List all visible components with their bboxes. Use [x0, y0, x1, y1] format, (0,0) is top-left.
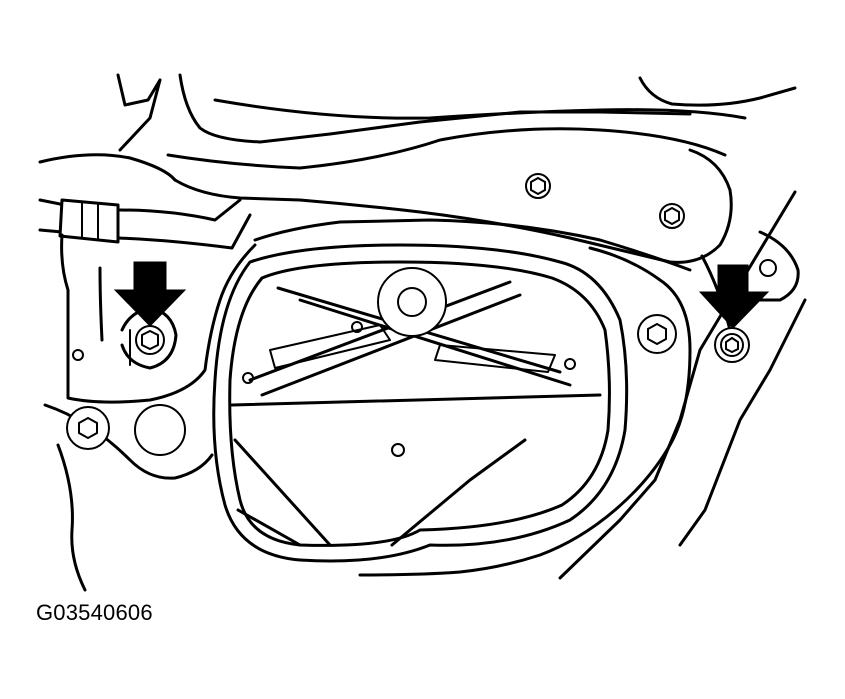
figure-id-label: G03540606 [36, 600, 153, 625]
down-arrow-icon [698, 264, 770, 329]
upper-door-edge [38, 73, 797, 182]
bracket-bolt-lower [659, 203, 685, 229]
right-frame [358, 190, 807, 580]
upper-bracket [173, 148, 733, 272]
left-frame [43, 233, 257, 592]
bracket-bolt-upper [525, 173, 551, 199]
bolt-right [714, 327, 750, 363]
down-arrow-icon [113, 261, 187, 327]
access-hole [212, 243, 629, 563]
wire-harness [38, 198, 252, 250]
